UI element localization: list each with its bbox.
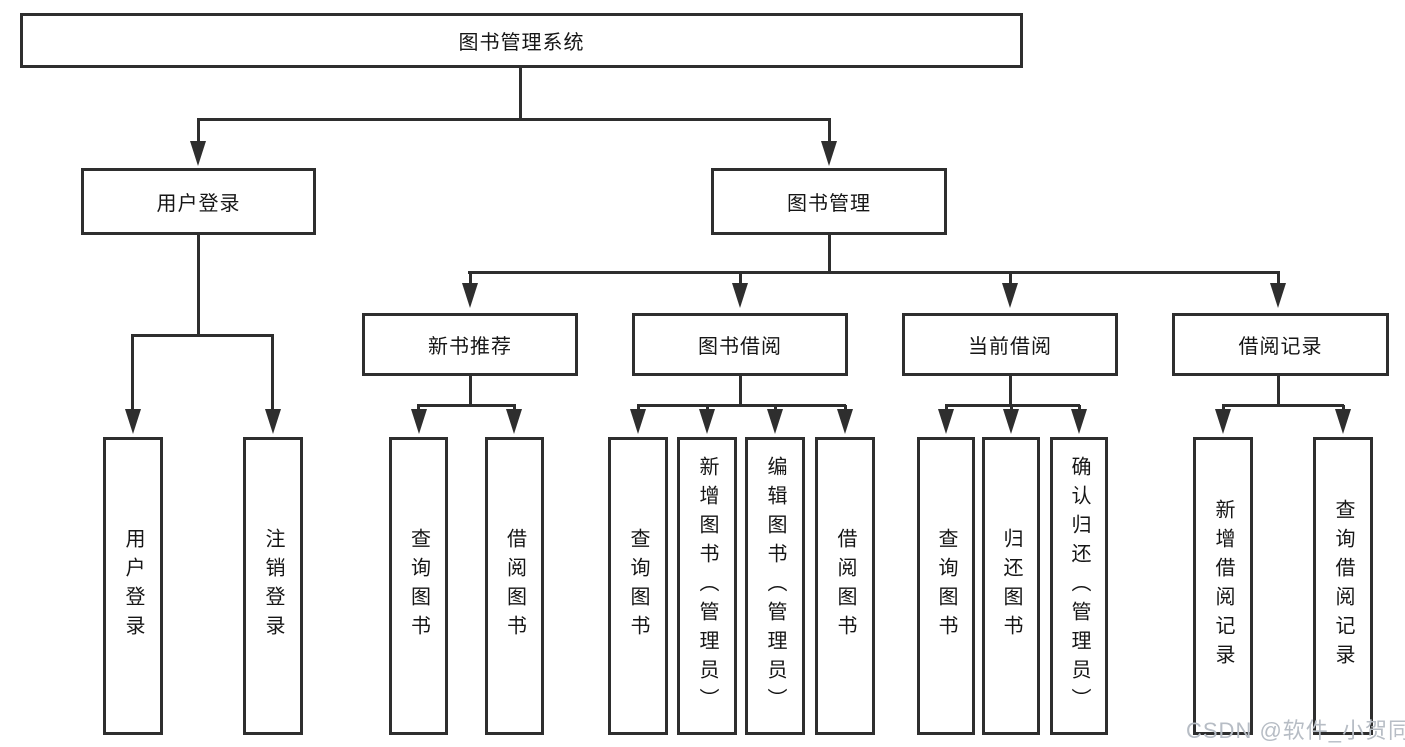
leaf-bb-query-books-label: 查询图书 (627, 528, 649, 644)
edge-to-bb-edit-stem (774, 405, 777, 412)
leaf-bb-query-books: 查询图书 (608, 437, 668, 735)
edge-to-bb-borrow-stem (844, 405, 847, 412)
leaf-cb-confirm-return-admin: 确认归还（管理员） (1050, 437, 1108, 735)
edge-to-cb-return-stem (1010, 405, 1013, 412)
leaf-bb-borrow-books: 借阅图书 (815, 437, 875, 735)
edge-borrow-branch (637, 404, 846, 407)
leaf-rec-borrow-books: 借阅图书 (485, 437, 544, 735)
node-book-mgmt-label: 图书管理 (787, 193, 871, 215)
arrow-to-rec-borrow-icon (506, 409, 522, 434)
csdn-watermark: CSDN @软件_小贺同学 (1186, 718, 1405, 743)
edge-user-login-branch (131, 334, 274, 337)
leaf-bb-add-books-admin-label: 新增图书（管理员） (696, 455, 718, 717)
edge-to-user-login-stem (197, 119, 200, 145)
edge-to-book-mgmt-stem (828, 119, 831, 145)
leaf-user-login: 用户登录 (103, 437, 163, 735)
edge-borrow-stem (739, 375, 742, 406)
edge-to-bb-add-stem (706, 405, 709, 412)
edge-current-stem (1009, 375, 1012, 406)
edge-new-rec-branch (417, 404, 516, 407)
arrow-to-cb-query-icon (938, 409, 954, 434)
edge-to-new-rec-stem (469, 272, 472, 286)
node-book-borrow: 图书借阅 (632, 313, 848, 376)
edge-book-mgmt-branch (468, 271, 1280, 274)
arrow-to-book-mgmt-icon (821, 141, 837, 166)
edge-root-branch (197, 118, 831, 121)
arrow-to-cb-confirm-icon (1071, 409, 1087, 434)
edge-to-cb-confirm-stem (1078, 405, 1081, 412)
arrow-to-rr-add-icon (1215, 409, 1231, 434)
leaf-rec-borrow-books-label: 借阅图书 (503, 528, 526, 644)
edge-to-rec-borrow-stem (513, 405, 516, 412)
edge-to-rr-query-stem (1342, 405, 1345, 412)
leaf-cb-query-books: 查询图书 (917, 437, 975, 735)
edge-to-records-stem (1277, 272, 1280, 286)
leaf-cb-confirm-return-admin-label: 确认归还（管理员） (1068, 455, 1090, 717)
leaf-rr-query-record-label: 查询借阅记录 (1332, 499, 1354, 673)
leaf-bb-borrow-books-label: 借阅图书 (834, 528, 856, 644)
node-new-book-rec: 新书推荐 (362, 313, 578, 376)
arrow-to-bb-borrow-icon (837, 409, 853, 434)
leaf-rec-query-books-label: 查询图书 (407, 528, 430, 644)
leaf-bb-edit-books-admin-label: 编辑图书（管理员） (764, 455, 786, 717)
leaf-bb-edit-books-admin: 编辑图书（管理员） (745, 437, 805, 735)
edge-to-bb-query-stem (637, 405, 640, 412)
leaf-cb-query-books-label: 查询图书 (935, 528, 957, 644)
arrow-to-user-login-icon (190, 141, 206, 166)
edge-to-leaf-login-stem (131, 335, 134, 413)
edge-user-login-stem (197, 234, 200, 336)
leaf-user-login-label: 用户登录 (122, 528, 144, 644)
edge-to-borrow-stem (739, 272, 742, 286)
arrow-to-rr-query-icon (1335, 409, 1351, 434)
node-borrow-records-label: 借阅记录 (1238, 336, 1323, 358)
arrow-to-rec-query-icon (411, 409, 427, 434)
arrow-to-leaf-logout-icon (265, 409, 281, 434)
arrow-to-records-icon (1270, 283, 1286, 308)
leaf-rr-add-record: 新增借阅记录 (1193, 437, 1253, 735)
arrow-to-current-icon (1002, 283, 1018, 308)
node-book-borrow-label: 图书借阅 (698, 336, 782, 358)
leaf-logout-label: 注销登录 (262, 528, 284, 644)
leaf-rr-query-record: 查询借阅记录 (1313, 437, 1373, 735)
edge-root-stem (519, 67, 522, 120)
node-user-login: 用户登录 (81, 168, 316, 235)
edge-to-current-stem (1009, 272, 1012, 286)
arrow-to-borrow-icon (732, 283, 748, 308)
node-root: 图书管理系统 (20, 13, 1023, 68)
leaf-cb-return-books-label: 归还图书 (1000, 528, 1022, 644)
edge-to-rr-add-stem (1222, 405, 1225, 412)
edge-to-leaf-logout-stem (271, 335, 274, 413)
node-borrow-records: 借阅记录 (1172, 313, 1389, 376)
edge-records-stem (1277, 375, 1280, 406)
arrow-to-leaf-login-icon (125, 409, 141, 434)
edge-to-cb-query-stem (945, 405, 948, 412)
leaf-cb-return-books: 归还图书 (982, 437, 1040, 735)
node-new-book-rec-label: 新书推荐 (428, 336, 512, 358)
arrow-to-bb-edit-icon (767, 409, 783, 434)
arrow-to-cb-return-icon (1003, 409, 1019, 434)
edge-records-branch (1222, 404, 1344, 407)
node-root-label: 图书管理系统 (458, 32, 585, 54)
node-book-mgmt: 图书管理 (711, 168, 947, 235)
leaf-rr-add-record-label: 新增借阅记录 (1212, 499, 1234, 673)
leaf-bb-add-books-admin: 新增图书（管理员） (677, 437, 737, 735)
arrow-to-bb-add-icon (699, 409, 715, 434)
leaf-rec-query-books: 查询图书 (389, 437, 448, 735)
edge-to-rec-query-stem (417, 405, 420, 412)
leaf-logout: 注销登录 (243, 437, 303, 735)
arrow-to-bb-query-icon (630, 409, 646, 434)
arrow-to-new-rec-icon (462, 283, 478, 308)
edge-new-rec-stem (469, 375, 472, 406)
node-current-borrow-label: 当前借阅 (968, 336, 1052, 358)
node-current-borrow: 当前借阅 (902, 313, 1118, 376)
edge-book-mgmt-stem (828, 234, 831, 273)
node-user-login-label: 用户登录 (156, 193, 241, 215)
